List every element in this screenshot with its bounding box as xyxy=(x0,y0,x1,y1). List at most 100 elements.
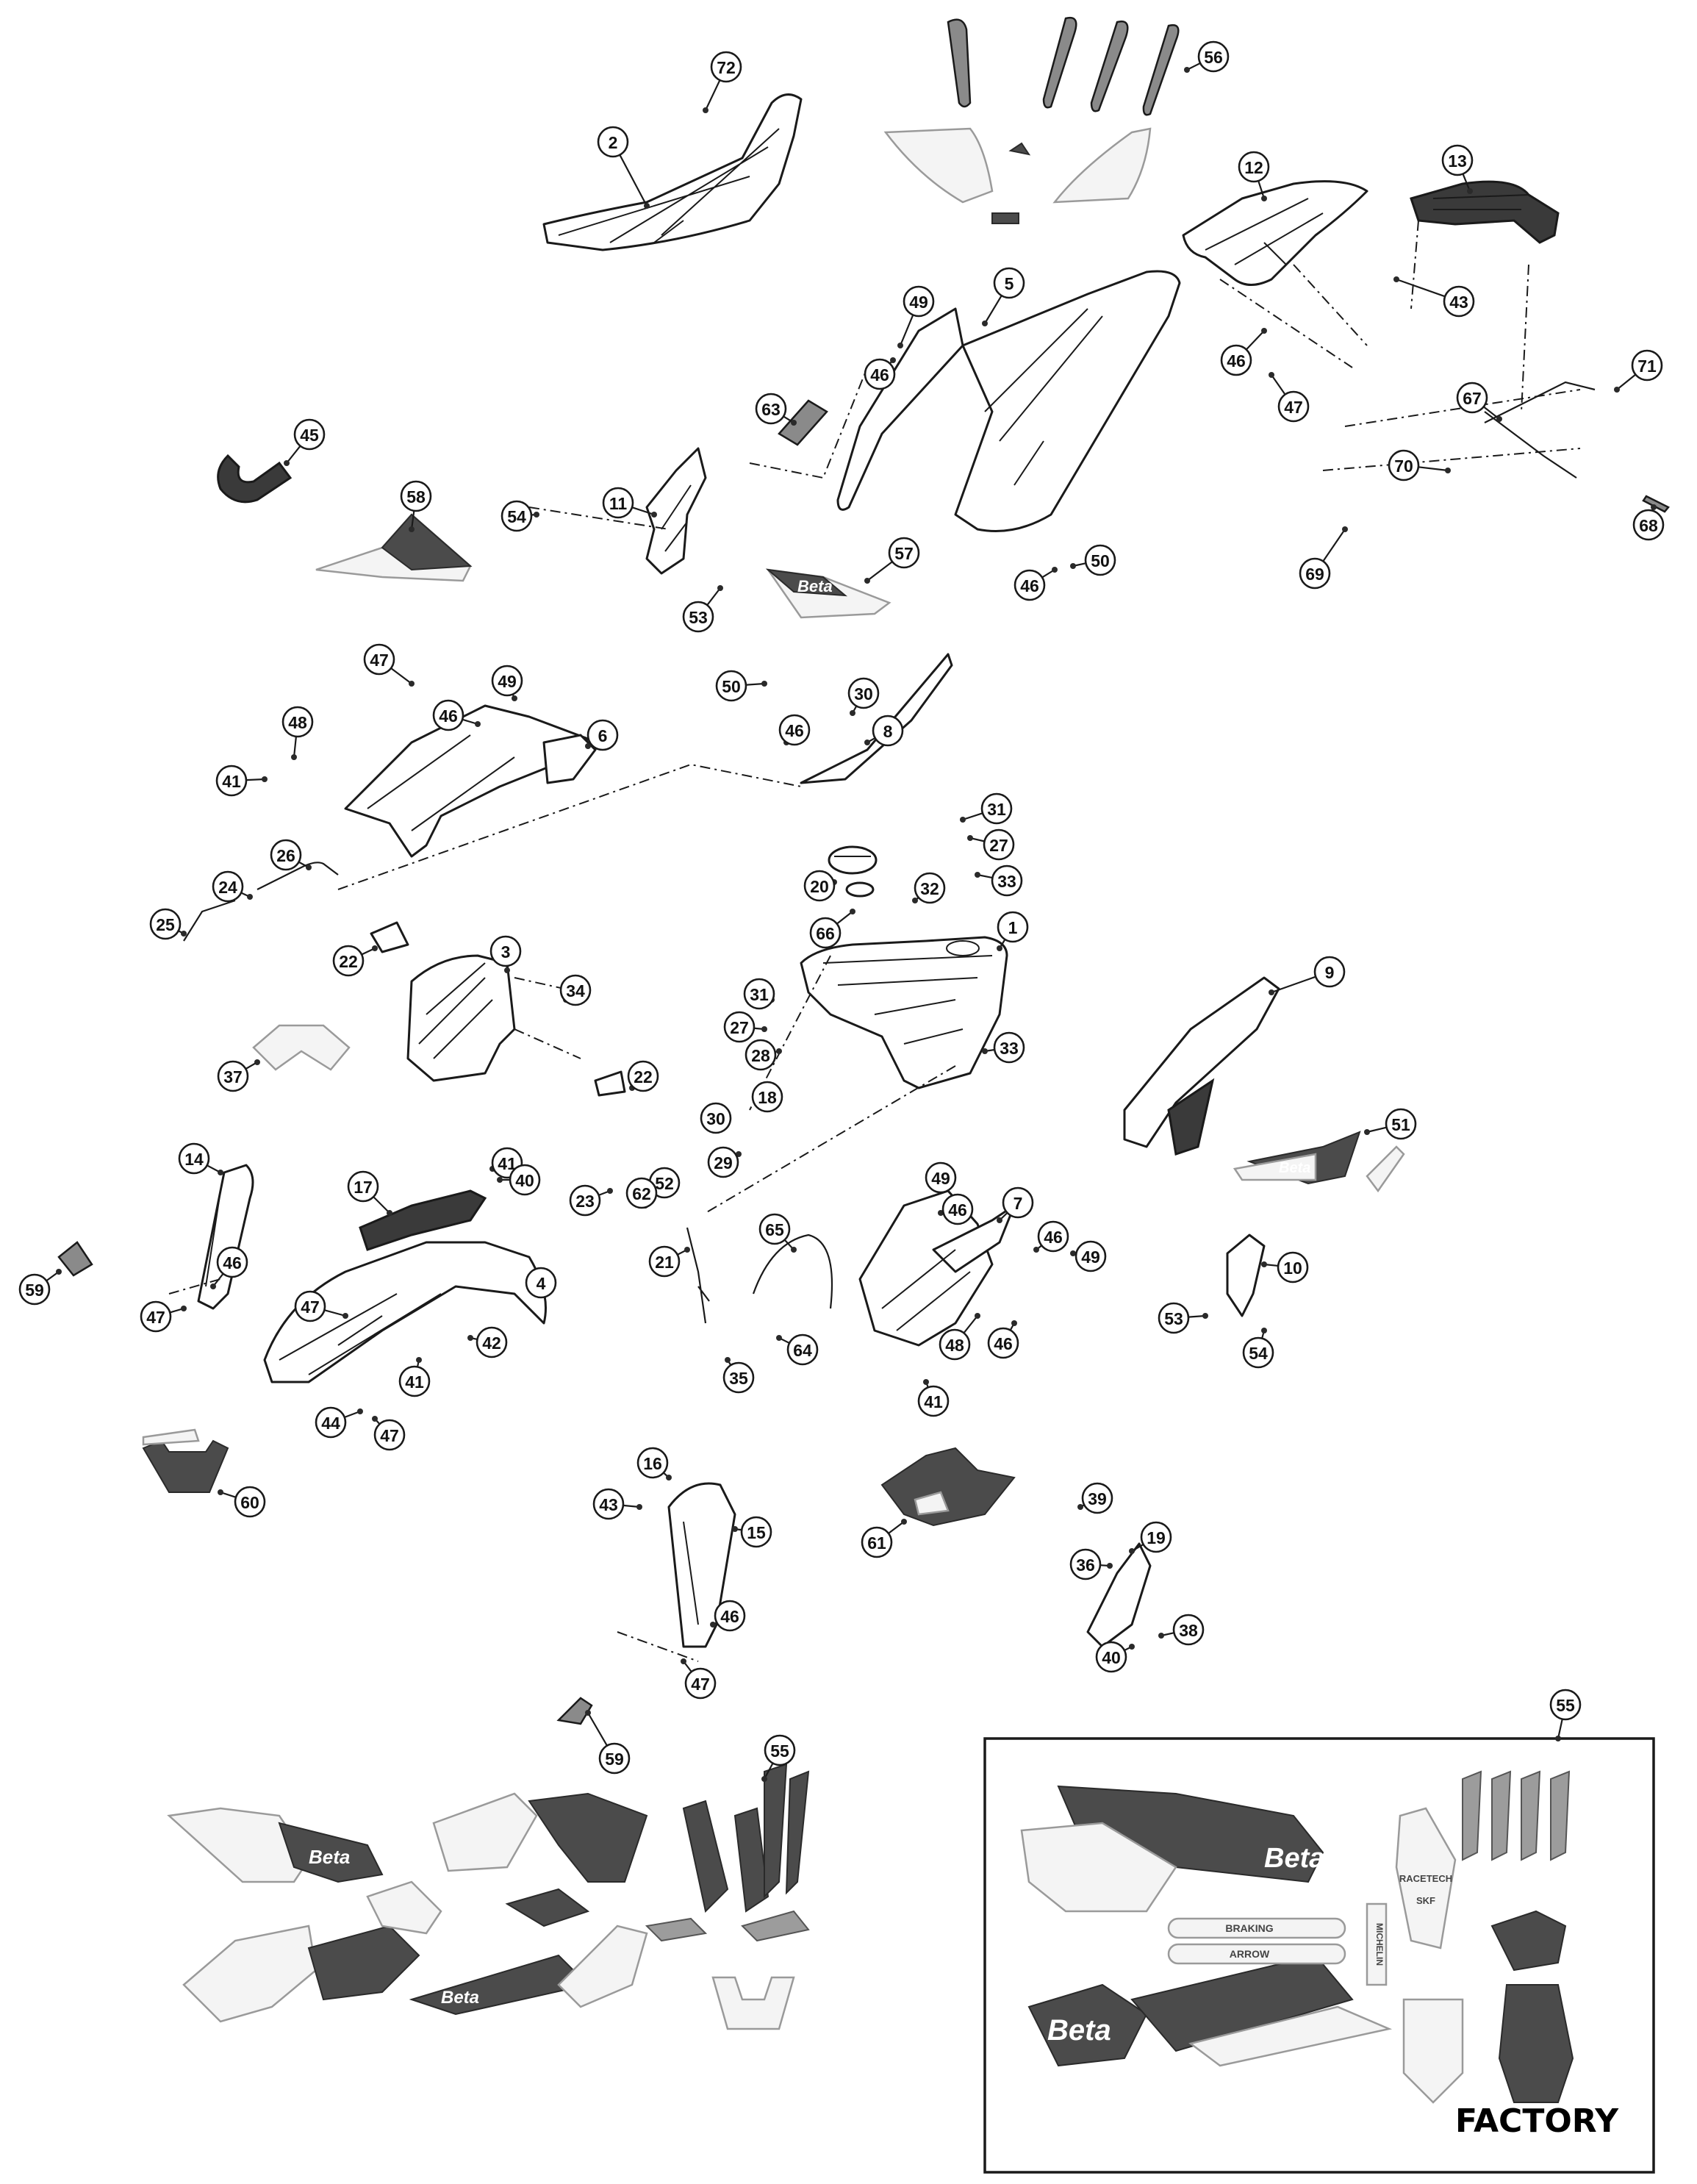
callout-27: 27 xyxy=(967,828,1015,861)
callout-34: 34 xyxy=(559,974,592,1006)
fastener-dot xyxy=(666,1475,672,1481)
callout-number: 17 xyxy=(354,1178,373,1197)
callout-number: 42 xyxy=(482,1333,501,1353)
callout-46: 46 xyxy=(987,1320,1019,1359)
callout-circle xyxy=(1456,382,1488,414)
callout-number: 48 xyxy=(945,1336,964,1355)
callout-41: 41 xyxy=(398,1357,431,1397)
fastener-dot xyxy=(1269,372,1274,378)
callout-number: 43 xyxy=(599,1495,618,1514)
callout-number: 4 xyxy=(537,1274,546,1293)
callout-circle xyxy=(1549,1689,1582,1721)
callout-number: 68 xyxy=(1639,516,1658,535)
factory-decal-kit: Beta Beta BRAKING ARROW MICHELIN RACETEC… xyxy=(1020,1770,1574,2104)
fastener-dot xyxy=(357,1408,363,1414)
callout-number: 47 xyxy=(370,651,389,670)
callout-number: 48 xyxy=(288,713,307,732)
callout-circle xyxy=(294,1290,326,1322)
callout-number: 53 xyxy=(1164,1309,1183,1328)
callout-40: 40 xyxy=(1095,1641,1135,1673)
callout-number: 9 xyxy=(1325,963,1335,982)
part-airbox-decal-left xyxy=(315,513,473,582)
fastener-dot xyxy=(717,585,723,591)
callout-circle xyxy=(1172,1614,1205,1646)
callout-circle xyxy=(1037,1220,1069,1253)
callout-number: 50 xyxy=(722,677,741,696)
callout-circle xyxy=(1242,1336,1274,1369)
callout-leader-line xyxy=(963,1315,978,1334)
callout-circle xyxy=(501,500,533,532)
factory-sponsor-michelin: MICHELIN xyxy=(1374,1923,1385,1966)
callout-15: 15 xyxy=(732,1516,772,1548)
callout-number: 45 xyxy=(300,426,319,445)
callout-64: 64 xyxy=(776,1333,819,1366)
fastener-dot xyxy=(1129,1644,1135,1650)
fastener-dot xyxy=(850,710,855,716)
callout-circle xyxy=(803,870,836,902)
callout-circle xyxy=(625,1177,658,1209)
callout-circle xyxy=(636,1447,669,1479)
callout-leader-line xyxy=(706,587,721,606)
fastener-dot xyxy=(710,1622,716,1628)
fastener-dot xyxy=(534,512,539,518)
callout-41: 41 xyxy=(215,765,268,797)
callout-number: 54 xyxy=(507,507,526,526)
callout-17: 17 xyxy=(347,1170,392,1216)
callout-43: 43 xyxy=(1393,276,1475,318)
fastener-dot xyxy=(1261,1328,1267,1333)
callout-leader-line xyxy=(962,812,983,821)
callout-leader-line xyxy=(1557,1719,1563,1739)
callout-circle xyxy=(281,706,314,738)
callout-circle xyxy=(861,1526,893,1558)
callout-68: 68 xyxy=(1632,504,1665,541)
factory-kit-inset-box xyxy=(983,1737,1655,2174)
callout-12: 12 xyxy=(1238,151,1270,201)
callout-23: 23 xyxy=(569,1184,613,1217)
fastener-dot xyxy=(1555,1736,1561,1741)
fastener-dot xyxy=(1107,1563,1113,1569)
callout-number: 64 xyxy=(793,1341,812,1360)
fastener-dot xyxy=(497,1177,503,1183)
fastener-dot xyxy=(1261,196,1267,201)
callout-50: 50 xyxy=(715,670,767,702)
callout-circle xyxy=(1069,1548,1102,1580)
callout-number: 19 xyxy=(1147,1528,1166,1547)
fastener-dot xyxy=(181,931,187,937)
callout-circle xyxy=(983,828,1015,861)
callout-circle xyxy=(509,1164,541,1196)
callout-2: 2 xyxy=(597,126,650,209)
callout-circle xyxy=(903,285,935,318)
callout-circle xyxy=(1385,1108,1417,1140)
fastener-dot xyxy=(416,1357,422,1363)
part-decal-61 xyxy=(880,1447,1016,1527)
callout-number: 33 xyxy=(1000,1039,1019,1058)
callout-number: 11 xyxy=(609,494,628,513)
fastener-dot xyxy=(1269,989,1274,995)
callout-circle xyxy=(270,839,302,871)
callout-number: 31 xyxy=(987,800,1006,819)
callout-circle xyxy=(347,1170,379,1203)
callout-circle xyxy=(1277,390,1310,423)
callout-circle xyxy=(592,1488,625,1520)
fastener-dot xyxy=(1052,567,1058,573)
callout-11: 11 xyxy=(602,487,657,519)
callout-number: 27 xyxy=(989,836,1008,855)
callout-number: 10 xyxy=(1283,1259,1302,1278)
callout-33: 33 xyxy=(982,1031,1025,1064)
factory-sponsor-racetech: RACETECH xyxy=(1399,1873,1452,1884)
callout-number: 57 xyxy=(894,544,914,563)
fastener-dot xyxy=(247,894,253,900)
part-side-panel-8 xyxy=(800,653,953,784)
callout-circle xyxy=(888,537,920,569)
fastener-dot xyxy=(890,357,896,363)
callout-number: 61 xyxy=(867,1533,886,1553)
callout-66: 66 xyxy=(809,909,855,949)
callout-circle xyxy=(1277,1251,1309,1283)
callout-44: 44 xyxy=(315,1406,363,1439)
callout-number: 41 xyxy=(222,772,241,791)
callout-number: 51 xyxy=(1391,1115,1410,1134)
part-decal-57: Beta xyxy=(765,568,891,619)
fastener-dot xyxy=(409,681,415,687)
callout-circle xyxy=(1013,569,1046,601)
callout-37: 37 xyxy=(217,1059,260,1092)
